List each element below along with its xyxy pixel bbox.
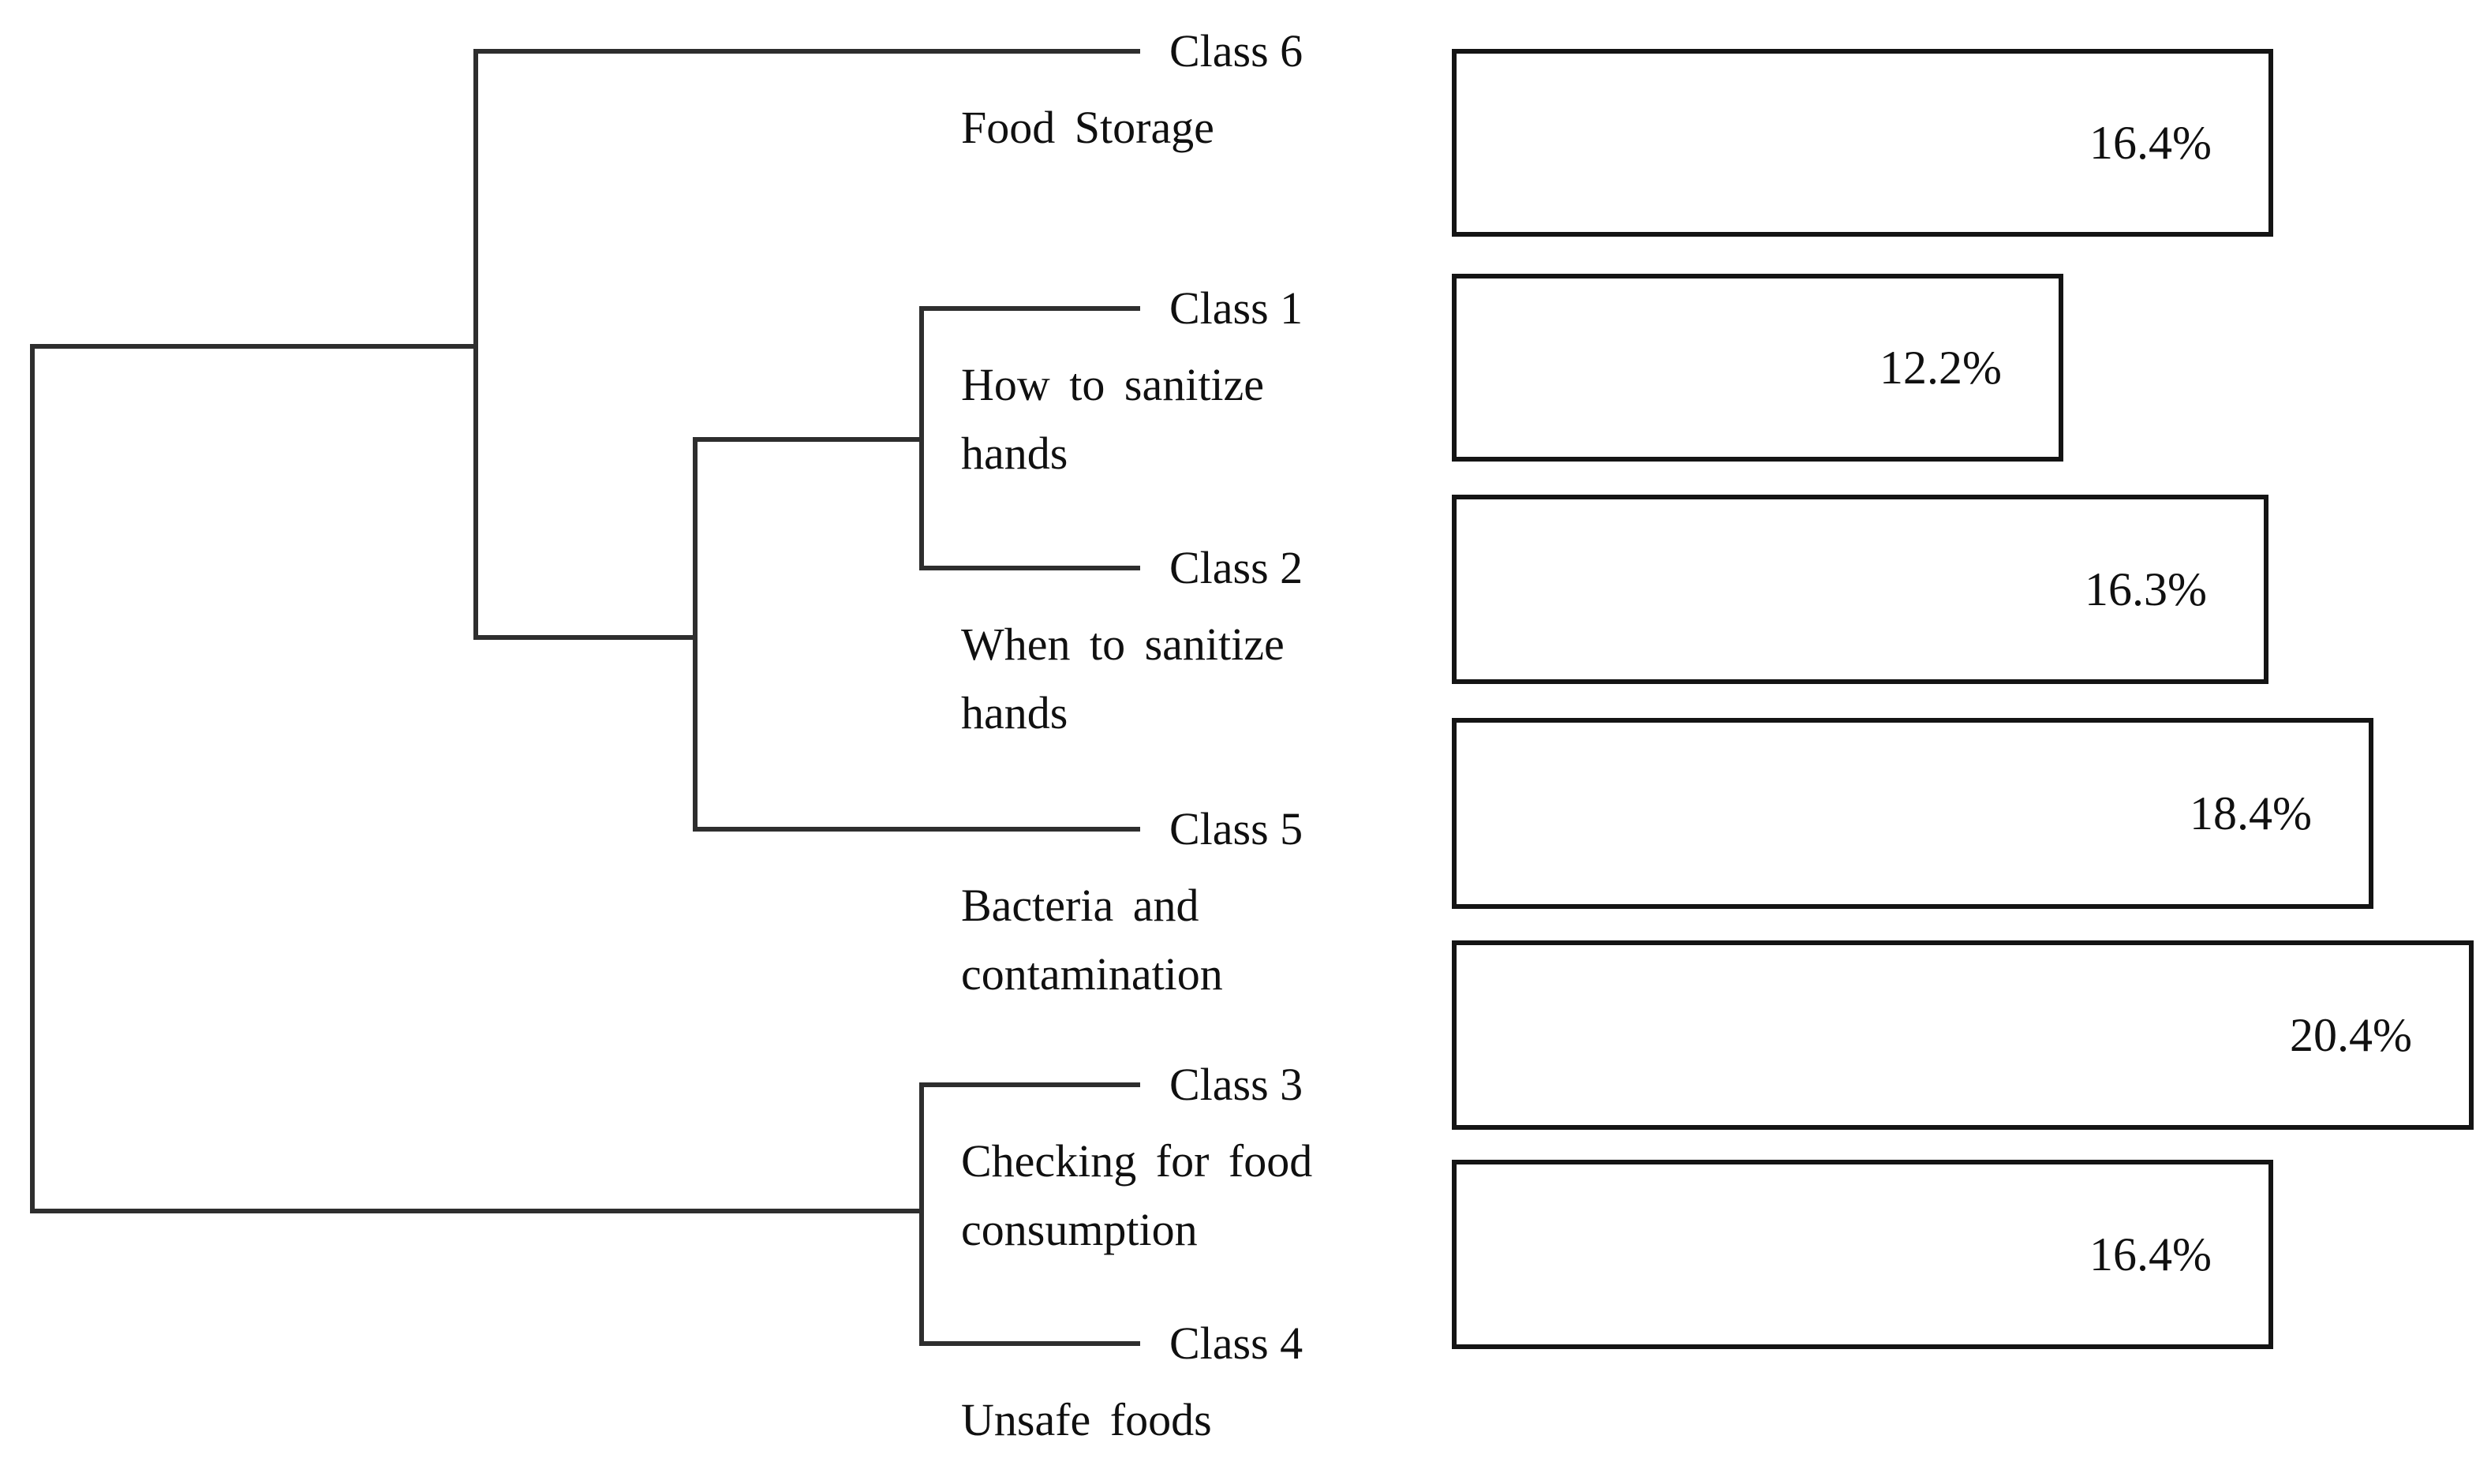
percentage-value-label: 16.4%: [2089, 117, 2212, 169]
dendrogram-hands-cluster-stem: [693, 437, 924, 442]
dendrogram-class4-branch: [919, 1341, 1140, 1346]
class-description-line: Checking for food: [961, 1135, 1313, 1187]
class-description-line: When to sanitize: [961, 619, 1285, 670]
dendrogram-root-lower-branch: [30, 1209, 924, 1213]
dendrogram-mid-cluster-stem: [473, 635, 698, 640]
percentage-bar: 16.4%: [1452, 49, 2273, 237]
dendrogram-class2-branch: [919, 566, 1140, 570]
percentage-value-label: 12.2%: [1879, 342, 2002, 394]
dendrogram-class1-branch: [919, 306, 1140, 311]
percentage-value-label: 18.4%: [2190, 787, 2312, 839]
dendrogram-mid-cluster-vertical: [693, 437, 698, 832]
dendrogram-root-upper-branch: [30, 344, 478, 349]
percentage-value-label: 16.4%: [2089, 1228, 2212, 1280]
class-description-line: Unsafe foods: [961, 1394, 1212, 1445]
class-leaf-label: Class 5: [1169, 803, 1303, 854]
dendrogram-class3-branch: [919, 1082, 1140, 1087]
class-description-line: How to sanitize: [961, 359, 1265, 410]
class-leaf-label: Class 4: [1169, 1318, 1303, 1369]
class-description-line: Bacteria and: [961, 880, 1199, 931]
percentage-bar: 16.4%: [1452, 1160, 2273, 1349]
class-description-line: consumption: [961, 1204, 1198, 1255]
percentage-bar: 18.4%: [1452, 718, 2373, 909]
percentage-bar: 12.2%: [1452, 274, 2063, 462]
dendrogram-root-vertical: [30, 344, 35, 1213]
percentage-value-label: 16.3%: [2085, 563, 2207, 615]
percentage-bar: 16.3%: [1452, 495, 2268, 684]
dendrogram-class5-branch: [693, 827, 1140, 832]
class-leaf-label: Class 1: [1169, 282, 1303, 334]
dendrogram-hands-cluster-vertical: [919, 306, 924, 570]
dendrogram-bottom-cluster-vertical: [919, 1082, 924, 1346]
percentage-bar: 20.4%: [1452, 940, 2474, 1130]
dendrogram-class6-branch: [473, 49, 1140, 54]
class-description-line: contamination: [961, 948, 1223, 1000]
class-description-line: Food Storage: [961, 102, 1214, 153]
percentage-value-label: 20.4%: [2290, 1009, 2412, 1061]
class-description-line: hands: [961, 428, 1068, 479]
class-leaf-label: Class 2: [1169, 542, 1303, 593]
class-description-line: hands: [961, 687, 1068, 738]
class-leaf-label: Class 6: [1169, 25, 1303, 77]
dendrogram-top-cluster-vertical: [473, 49, 478, 640]
class-leaf-label: Class 3: [1169, 1059, 1303, 1110]
